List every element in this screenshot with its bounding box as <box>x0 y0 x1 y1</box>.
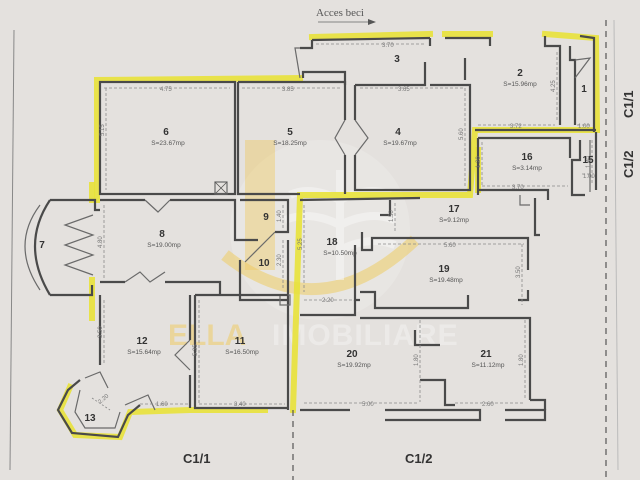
svg-text:S=23.67mp: S=23.67mp <box>151 140 185 147</box>
room-18: 18 S=10.50mp <box>323 237 357 257</box>
room-5: 5 S=18.25mp <box>273 127 307 147</box>
room-20: 20 S=19.92mp <box>337 349 371 369</box>
svg-text:3.72: 3.72 <box>510 124 522 130</box>
room-6: 6 S=23.67mp <box>151 127 185 147</box>
svg-text:S=15.96mp: S=15.96mp <box>503 81 537 88</box>
svg-text:S=3.14mp: S=3.14mp <box>512 165 542 172</box>
svg-text:5.35: 5.35 <box>193 344 199 356</box>
svg-text:1.80: 1.80 <box>586 156 592 168</box>
svg-text:21: 21 <box>480 349 492 360</box>
svg-text:5: 5 <box>287 127 293 138</box>
svg-text:8: 8 <box>159 229 165 240</box>
svg-text:4.75: 4.75 <box>160 87 172 93</box>
svg-text:13: 13 <box>84 413 96 424</box>
room-13: 13 <box>84 413 96 424</box>
svg-text:S=18.25mp: S=18.25mp <box>273 140 307 147</box>
svg-text:7: 7 <box>39 240 45 251</box>
svg-text:3.40: 3.40 <box>234 402 246 408</box>
svg-text:3.65: 3.65 <box>398 87 410 93</box>
svg-text:IMOBILIARE: IMOBILIARE <box>272 319 459 352</box>
room-4: 4 S=19.67mp <box>383 127 417 147</box>
svg-text:Acces beci: Acces beci <box>316 7 364 19</box>
section-label-c1-1: C1/1 <box>183 451 210 466</box>
room-3: 3 <box>394 54 400 65</box>
svg-text:18: 18 <box>326 237 338 248</box>
svg-text:S=19.48mp: S=19.48mp <box>429 277 463 284</box>
svg-text:3.50: 3.50 <box>98 326 104 338</box>
svg-text:2.60: 2.60 <box>482 402 494 408</box>
svg-text:5.60: 5.60 <box>459 128 465 140</box>
room-8: 8 S=19.00mp <box>147 229 181 249</box>
svg-text:15: 15 <box>582 155 594 166</box>
page-edge-line-right <box>613 19 619 471</box>
svg-text:3.50: 3.50 <box>516 266 522 278</box>
access-label: Acces beci <box>316 7 376 25</box>
svg-text:S=9.12mp: S=9.12mp <box>439 217 469 224</box>
svg-text:20: 20 <box>346 349 358 360</box>
svg-text:S=10.50mp: S=10.50mp <box>323 250 357 257</box>
svg-text:S=19.67mp: S=19.67mp <box>383 140 417 147</box>
page-edge-line <box>9 29 15 471</box>
svg-text:4.80: 4.80 <box>98 236 104 248</box>
room-17: 17 S=9.12mp <box>439 204 469 224</box>
svg-text:2: 2 <box>517 68 523 79</box>
room-10: 10 <box>258 258 270 269</box>
svg-text:4.25: 4.25 <box>551 80 557 92</box>
watermark-logo: ELLA IMOBILIARE <box>168 140 459 352</box>
svg-text:3.70: 3.70 <box>382 43 394 49</box>
svg-text:2.30: 2.30 <box>277 254 283 266</box>
section-labels: C1/1 C1/2 C1/1 C1/2 <box>183 91 636 466</box>
svg-text:17: 17 <box>448 204 460 215</box>
svg-text:6: 6 <box>163 127 169 138</box>
svg-text:12: 12 <box>136 336 148 347</box>
svg-text:1.20: 1.20 <box>476 156 482 168</box>
svg-text:1.80: 1.80 <box>414 354 420 366</box>
room-15: 15 <box>582 155 594 166</box>
room-9: 9 <box>263 212 269 223</box>
room-16: 16 S=3.14mp <box>512 152 542 172</box>
svg-text:3: 3 <box>394 54 400 65</box>
svg-text:1: 1 <box>581 84 587 95</box>
section-label-c1-1-side: C1/1 <box>621 91 636 118</box>
svg-text:S=15.64mp: S=15.64mp <box>127 349 161 356</box>
svg-text:1.00: 1.00 <box>583 174 595 180</box>
svg-text:11: 11 <box>235 336 246 347</box>
room-11: 11 S=16.50mp <box>225 336 259 356</box>
svg-text:4: 4 <box>395 127 401 138</box>
room-2: 2 S=15.96mp <box>503 68 537 88</box>
svg-text:S=16.50mp: S=16.50mp <box>225 349 259 356</box>
svg-text:2.20: 2.20 <box>322 298 334 304</box>
room-labels: 1 2 S=15.96mp 3 4 S=19.67mp 5 S=18.25mp … <box>39 54 594 424</box>
svg-text:1.60: 1.60 <box>156 402 168 408</box>
svg-text:ELLA: ELLA <box>168 319 246 352</box>
svg-text:3.85: 3.85 <box>282 87 294 93</box>
svg-text:5.15: 5.15 <box>100 124 106 136</box>
room-1: 1 <box>581 84 587 95</box>
svg-text:3.70: 3.70 <box>512 185 524 191</box>
svg-text:S=19.00mp: S=19.00mp <box>147 242 181 249</box>
svg-text:1.40: 1.40 <box>277 210 283 222</box>
svg-text:1.00: 1.00 <box>578 124 590 130</box>
svg-text:9: 9 <box>263 212 269 223</box>
room-12: 12 S=15.64mp <box>127 336 161 356</box>
svg-text:S=19.92mp: S=19.92mp <box>337 362 371 369</box>
svg-text:16: 16 <box>521 152 533 163</box>
dimension-labels: 3.70 4.75 5.15 3.85 3.65 5.60 4.25 3.72 … <box>97 43 595 408</box>
svg-text:5.25: 5.25 <box>298 238 304 250</box>
section-label-c1-2: C1/2 <box>405 451 432 466</box>
walls <box>24 34 598 439</box>
room-19: 19 S=19.48mp <box>429 264 463 284</box>
svg-text:S=11.12mp: S=11.12mp <box>472 362 505 369</box>
svg-text:1.80: 1.80 <box>519 354 525 366</box>
svg-text:5.00: 5.00 <box>362 402 374 408</box>
svg-text:5.60: 5.60 <box>444 243 456 249</box>
section-label-c1-2-side: C1/2 <box>621 151 636 178</box>
room-7: 7 <box>39 240 45 251</box>
svg-text:1.50: 1.50 <box>389 210 395 222</box>
svg-text:10: 10 <box>258 258 270 269</box>
dimension-lines <box>103 43 593 405</box>
svg-text:19: 19 <box>438 264 450 275</box>
room-21: 21 S=11.12mp <box>472 349 505 369</box>
